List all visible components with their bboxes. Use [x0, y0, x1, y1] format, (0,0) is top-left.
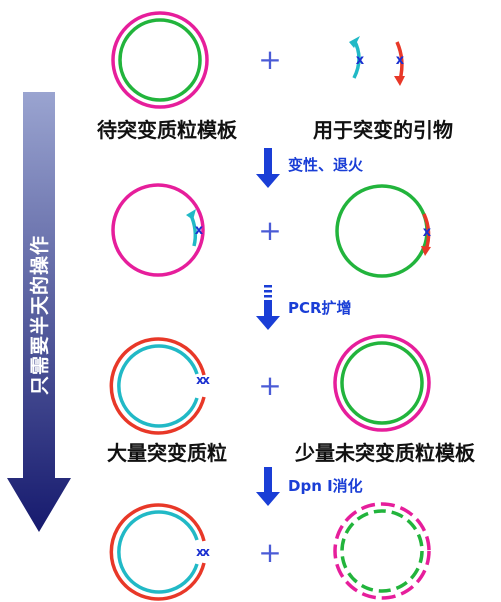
mutation-primers: x x [349, 36, 405, 86]
new-strand-inner [117, 344, 199, 428]
mutation-mark: x [423, 225, 432, 240]
label-few-unmutated-template: 少量未突变质粒模板 [294, 441, 476, 465]
plus-sign: + [258, 536, 281, 569]
side-arrow-label: 只需要半天的操作 [28, 235, 51, 395]
template-outer-strand [333, 334, 431, 432]
step-arrow-icon [256, 467, 280, 506]
step-dpn-digest: Dpn I消化 [256, 467, 363, 506]
primer-red-arrowhead-icon [421, 246, 431, 256]
template-inner-strand [118, 18, 202, 102]
mutation-mark: x [196, 373, 204, 387]
duration-side-arrow: 只需要半天的操作 [7, 92, 71, 532]
step-arrow-icon [256, 148, 280, 188]
plus-sign: + [258, 214, 281, 247]
new-strand-outer [109, 337, 206, 435]
primer-cyan-arrowhead-icon [349, 36, 360, 48]
side-arrow-shape [7, 92, 71, 532]
digested-inner-strand [340, 509, 424, 593]
mutant-plasmid-circle: x x [109, 503, 210, 601]
step-denature-anneal: 变性、退火 [256, 148, 364, 188]
template-single-strand [335, 184, 429, 278]
mutation-mark: x [195, 223, 204, 238]
step-label: Dpn I消化 [288, 477, 363, 495]
label-mass-mutant-plasmid: 大量突变质粒 [107, 441, 227, 465]
dash-icon [264, 295, 272, 298]
digested-outer-strand [333, 502, 431, 600]
new-strand-inner [117, 510, 199, 594]
mutant-plasmid-circle: x x [109, 337, 210, 435]
step-pcr: PCR扩增 [256, 285, 352, 330]
row-1: + x x 待突变质粒模板 用于突变的引物 [97, 11, 453, 142]
new-strand-outer [109, 503, 206, 601]
mutation-mark: x [356, 53, 365, 68]
plus-sign: + [258, 369, 281, 402]
template-inner-strand [340, 341, 424, 425]
plasmid-template-circle [111, 11, 209, 109]
template-outer-strand [111, 11, 209, 109]
row-4: x x + [109, 502, 431, 601]
mutation-mark: x [202, 373, 210, 387]
row-3: x x + 大量突变质粒 少量未突变质粒模板 [107, 334, 476, 465]
label-mutation-primers: 用于突变的引物 [313, 118, 453, 142]
digested-template-circle [333, 502, 431, 600]
primer-red-arrowhead-icon [394, 76, 405, 86]
dash-icon [264, 285, 272, 288]
annealed-template-green: x [335, 184, 432, 278]
step-label: 变性、退火 [288, 156, 364, 174]
mutation-mark: x [396, 53, 405, 68]
annealed-template-pink: x [111, 183, 205, 277]
dash-icon [264, 290, 272, 293]
template-single-strand [111, 183, 205, 277]
unmutated-template-circle [333, 334, 431, 432]
label-plasmid-template: 待突变质粒模板 [97, 118, 238, 142]
step-arrow-icon [256, 300, 280, 330]
step-label: PCR扩增 [288, 299, 352, 317]
mutation-mark: x [196, 545, 204, 559]
plus-sign: + [258, 43, 281, 76]
row-2: x + x [111, 183, 432, 278]
primer-cyan-arrowhead-icon [186, 209, 196, 220]
mutation-mark: x [202, 545, 210, 559]
